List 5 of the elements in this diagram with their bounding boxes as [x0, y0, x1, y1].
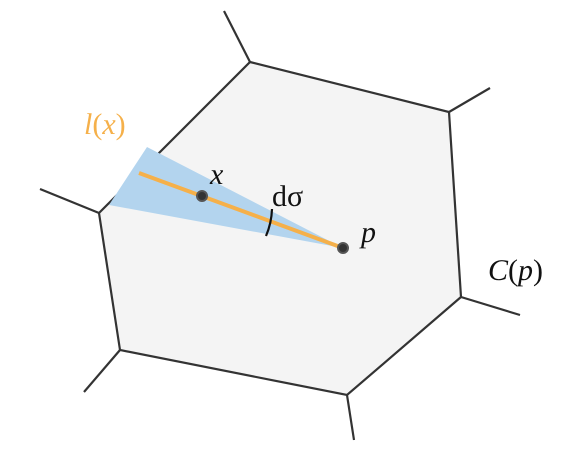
cell-label: C(p): [488, 256, 544, 286]
point-label: p: [361, 218, 376, 248]
point-label: x: [210, 160, 224, 190]
ray-label: l(x): [84, 110, 126, 140]
angle-label: dσ: [272, 182, 304, 212]
